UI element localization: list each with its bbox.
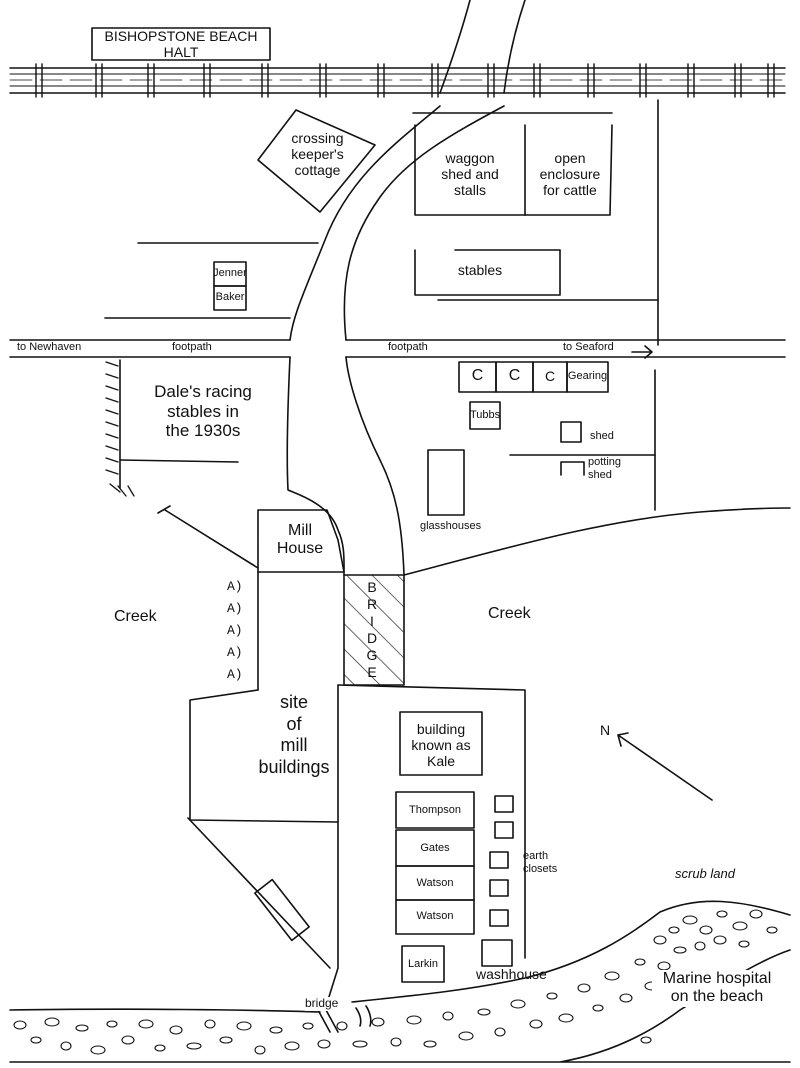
waggon-shed-label: waggon shed and stalls bbox=[441, 150, 499, 199]
to-seaford-label: to Seaford bbox=[563, 341, 614, 353]
earth-closet-4 bbox=[489, 879, 509, 897]
jenner-label: Jenner bbox=[213, 267, 247, 279]
cottage-c1-label: C bbox=[471, 367, 484, 384]
site-of-mill-label: site of mill buildings bbox=[258, 692, 330, 777]
shed-label: shed bbox=[590, 430, 614, 442]
pole-marker-4: A) bbox=[227, 645, 243, 660]
mill-site-slab bbox=[254, 878, 310, 942]
bridge-hatched bbox=[343, 574, 405, 686]
small-bridge-label: bridge bbox=[305, 996, 339, 1011]
small-bridge bbox=[317, 1005, 372, 1033]
north-label: N bbox=[600, 722, 611, 738]
larkin-label: Larkin bbox=[408, 958, 438, 970]
pole-marker-1: A) bbox=[227, 579, 243, 594]
creek-left-label: Creek bbox=[114, 608, 157, 625]
glasshouses-outline bbox=[427, 449, 465, 516]
cottage-c3-label: C bbox=[544, 368, 556, 384]
cattle-enclosure-outline bbox=[524, 124, 613, 216]
earth-closet-2 bbox=[494, 821, 514, 839]
cottage-thompson bbox=[395, 791, 475, 829]
footpath-left-label: footpath bbox=[172, 341, 212, 353]
pole-marker-3: A) bbox=[227, 623, 243, 638]
pole-marker-5: A) bbox=[227, 667, 243, 682]
pole-marker-2: A) bbox=[227, 601, 243, 616]
racing-stables-ticks bbox=[105, 361, 135, 497]
glasshouses-label: glasshouses bbox=[420, 520, 482, 532]
earth-closet-5 bbox=[489, 909, 509, 927]
baker-label: Baker bbox=[215, 291, 245, 303]
washhouse-label: washhouse bbox=[476, 966, 547, 982]
dales-racing-stables-label: Dale's racing stables in the 1930s bbox=[154, 382, 252, 441]
kale-building bbox=[399, 711, 483, 776]
watson-2-label: Watson bbox=[416, 910, 454, 922]
to-seaford-arrow bbox=[631, 345, 653, 359]
mill-house-label: Mill House bbox=[276, 522, 324, 558]
beach-upper-edge bbox=[9, 900, 791, 1013]
baker-plot bbox=[213, 285, 247, 311]
yard-outline bbox=[327, 684, 339, 1001]
to-newhaven-label: to Newhaven bbox=[17, 341, 82, 353]
thompson-label: Thompson bbox=[409, 804, 461, 816]
cottage-larkin bbox=[401, 945, 445, 983]
railway-sleepers bbox=[35, 63, 775, 98]
beach-lower-edge bbox=[9, 949, 791, 1063]
station-box bbox=[91, 27, 271, 61]
north-arrow bbox=[617, 732, 713, 801]
gearing-label: Gearing bbox=[567, 370, 608, 382]
creek-right-label: Creek bbox=[488, 605, 531, 622]
stables-label: stables bbox=[457, 262, 503, 278]
watson-1-label: Watson bbox=[416, 877, 454, 889]
potting-shed-label: potting shed bbox=[588, 456, 622, 481]
tubbs-building bbox=[469, 401, 501, 430]
crossing-keepers-cottage bbox=[257, 109, 376, 213]
cottage-watson-2 bbox=[395, 899, 475, 935]
waggon-shed-outline bbox=[414, 124, 526, 216]
stables-outline bbox=[414, 249, 561, 296]
kale-building-label: building known as Kale bbox=[411, 721, 471, 770]
mill-site-outline bbox=[189, 689, 339, 823]
shed-building bbox=[560, 421, 582, 443]
open-enclosure-label: open enclosure for cattle bbox=[539, 150, 601, 199]
potting-shed bbox=[560, 461, 585, 476]
road-east-edge bbox=[343, 0, 526, 576]
cottage-c2-label: C bbox=[508, 367, 521, 384]
footpath-right-label: footpath bbox=[388, 341, 428, 353]
cottage-gearing bbox=[566, 361, 609, 393]
tubbs-label: Tubbs bbox=[470, 409, 501, 421]
earth-closets-label: earth closets bbox=[523, 850, 558, 875]
railway bbox=[9, 67, 786, 94]
creek-shoreline bbox=[403, 507, 791, 576]
crossing-keepers-cottage-label: crossing keeper's cottage bbox=[291, 130, 344, 179]
washhouse-building bbox=[481, 939, 513, 967]
gates-label: Gates bbox=[420, 842, 450, 854]
mill-house-outline bbox=[257, 509, 345, 573]
earth-closet-3 bbox=[489, 851, 509, 869]
earth-closet-1 bbox=[494, 795, 514, 813]
road-west-edge bbox=[286, 0, 471, 576]
marine-hospital-label: Marine hospital on the beach bbox=[652, 970, 782, 1007]
scrub-land-label: scrub land bbox=[675, 866, 735, 881]
